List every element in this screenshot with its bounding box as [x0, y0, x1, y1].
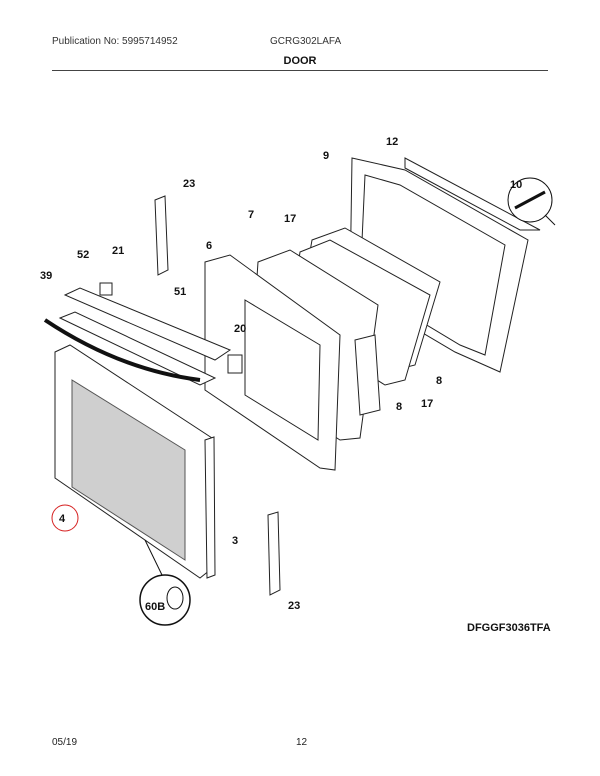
publication-number: Publication No: 5995714952: [52, 36, 178, 47]
callout-10: 10: [510, 179, 522, 191]
inner-door-panel: [204, 254, 341, 471]
section-title: DOOR: [283, 55, 317, 67]
callout-39: 39: [40, 270, 52, 282]
callout-51: 51: [174, 286, 186, 298]
callout-60B: 60B: [145, 601, 165, 613]
diagram-code: DFGGF3036TFA: [467, 622, 551, 634]
page-number: 12: [296, 737, 308, 748]
outer-door-glass: [54, 344, 216, 579]
model-number: GCRG302LAFA: [270, 36, 342, 47]
callout-7: 7: [248, 209, 254, 221]
footer-date: 05/19: [52, 737, 78, 748]
highlight-circle: [51, 504, 79, 532]
handle-assembly: [43, 282, 243, 386]
callout-4: 4: [59, 513, 66, 525]
callout-8-left: 8: [396, 401, 402, 413]
screw-detail-10: [507, 177, 556, 226]
callout-3: 3: [232, 535, 238, 547]
hinge-bottom: [267, 511, 281, 596]
callout-8-right: 8: [436, 375, 442, 387]
hinge-top: [154, 195, 169, 276]
callout-52: 52: [77, 249, 89, 261]
callout-20: 20: [234, 323, 246, 335]
callout-labels: 23 7 17 12 9 10 52 21 6 39 51 20 8 17 8 …: [40, 136, 522, 613]
callout-17-top: 17: [284, 213, 296, 225]
header-divider: [52, 70, 548, 71]
callout-23-top: 23: [183, 178, 195, 190]
callout-9: 9: [323, 150, 329, 162]
callout-21: 21: [112, 245, 124, 257]
callout-12: 12: [386, 136, 398, 148]
callout-6: 6: [206, 240, 212, 252]
screw-detail-60B: [139, 539, 191, 626]
callout-23-bottom: 23: [288, 600, 300, 612]
callout-17-bottom: 17: [421, 398, 433, 410]
